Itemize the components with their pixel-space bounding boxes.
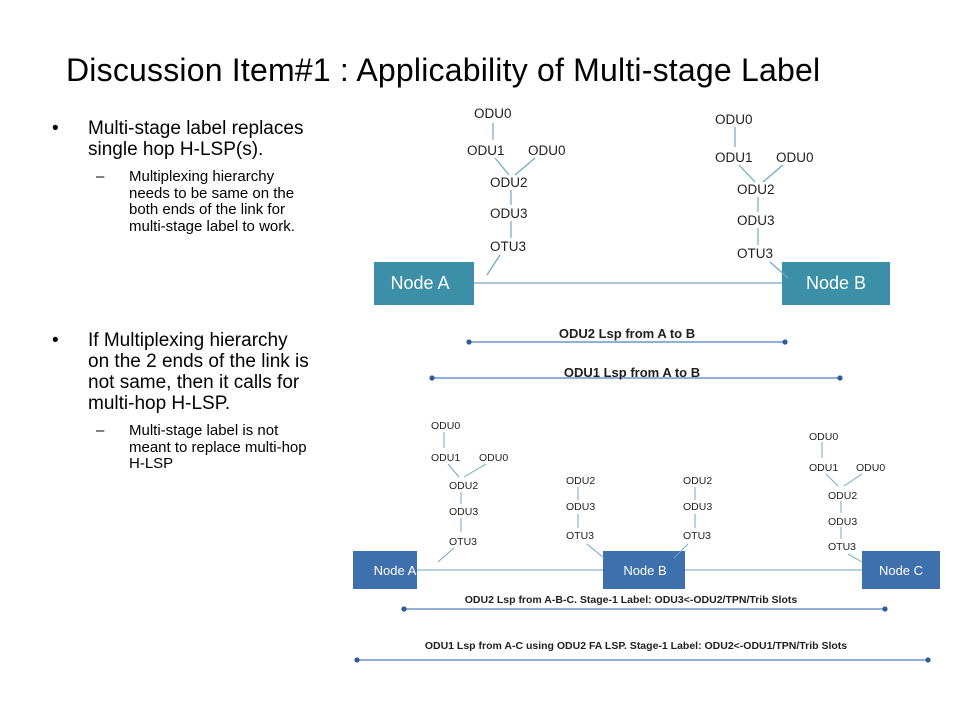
node-b-label: Node B bbox=[623, 563, 666, 578]
sub-bullet-1-text: Multiplexing hierarchy needs to be same … bbox=[129, 168, 295, 235]
node-b-label: Node B bbox=[806, 273, 866, 293]
label-odu0: ODU0 bbox=[715, 112, 753, 127]
stack-c-lines bbox=[821, 442, 863, 563]
label-odu0: ODU0 bbox=[776, 150, 814, 165]
sub-bullet-1: – Multiplexing hierarchy needs to be sam… bbox=[52, 168, 312, 235]
bullet-2: If Multiplexing hierarchy on the 2 ends … bbox=[52, 330, 312, 414]
label-otu3: OTU3 bbox=[683, 530, 711, 542]
node-b-box bbox=[603, 551, 685, 589]
label-odu0: ODU0 bbox=[856, 462, 885, 474]
label-odu0: ODU0 bbox=[431, 420, 460, 432]
bullet-1: Multi-stage label replaces single hop H-… bbox=[52, 118, 312, 160]
stack-b-left-lines bbox=[577, 487, 605, 559]
label-odu1: ODU1 bbox=[467, 143, 505, 158]
node-c-box bbox=[862, 551, 940, 589]
right-stack-lines bbox=[734, 127, 789, 279]
left-stack-lines bbox=[486, 123, 536, 276]
slide-title: Discussion Item#1 : Applicability of Mul… bbox=[66, 52, 821, 88]
dash-marker: – bbox=[96, 422, 105, 439]
node-a-label: Node A bbox=[390, 273, 449, 293]
lsp-label: ODU1 Lsp from A-C using ODU2 FA LSP. Sta… bbox=[425, 640, 847, 652]
node-a-box bbox=[353, 551, 417, 589]
bullet-list: Multi-stage label replaces single hop H-… bbox=[52, 118, 312, 473]
label-otu3: OTU3 bbox=[490, 239, 526, 254]
label-otu3: OTU3 bbox=[737, 246, 773, 261]
label-odu3: ODU3 bbox=[449, 506, 478, 518]
label-odu1: ODU1 bbox=[809, 462, 838, 474]
node-a-label: Node A bbox=[374, 563, 417, 578]
label-odu3: ODU3 bbox=[683, 501, 712, 513]
dash-marker: – bbox=[96, 168, 105, 185]
sub-bullet-2: – Multi-stage label is not meant to repl… bbox=[52, 422, 312, 473]
label-otu3: OTU3 bbox=[566, 530, 594, 542]
label-odu2: ODU2 bbox=[683, 475, 712, 487]
sub-bullet-2-text: Multi-stage label is not meant to replac… bbox=[129, 422, 307, 472]
label-odu1: ODU1 bbox=[431, 452, 460, 464]
label-otu3: OTU3 bbox=[449, 536, 477, 548]
lsp-label: ODU2 Lsp from A-B-C. Stage-1 Label: ODU3… bbox=[465, 594, 798, 606]
label-odu0: ODU0 bbox=[809, 431, 838, 443]
stack-b-right-lines bbox=[673, 487, 696, 559]
node-b-box bbox=[782, 262, 890, 305]
lsp-label: ODU1 Lsp from A to B bbox=[564, 365, 700, 380]
label-odu2: ODU2 bbox=[449, 480, 478, 492]
stack-a-lines bbox=[437, 432, 487, 563]
label-odu2: ODU2 bbox=[828, 490, 857, 502]
label-odu2: ODU2 bbox=[737, 182, 775, 197]
label-odu0: ODU0 bbox=[528, 143, 566, 158]
bottom-diagram: Node A Node B Node C ODU0 ODU1 ODU0 ODU2… bbox=[353, 420, 940, 663]
node-a-box bbox=[374, 262, 474, 305]
label-odu3: ODU3 bbox=[828, 516, 857, 528]
label-odu3: ODU3 bbox=[490, 206, 528, 221]
label-odu1: ODU1 bbox=[715, 150, 753, 165]
label-odu2: ODU2 bbox=[566, 475, 595, 487]
label-odu0: ODU0 bbox=[474, 106, 512, 121]
label-otu3: OTU3 bbox=[828, 541, 856, 553]
top-diagram: Node A Node B ODU0 ODU1 ODU0 ODU2 ODU3 O… bbox=[374, 106, 890, 381]
label-odu0: ODU0 bbox=[479, 452, 508, 464]
label-odu3: ODU3 bbox=[737, 213, 775, 228]
label-odu2: ODU2 bbox=[490, 175, 528, 190]
label-odu3: ODU3 bbox=[566, 501, 595, 513]
lsp-label: ODU2 Lsp from A to B bbox=[559, 326, 695, 341]
node-c-label: Node C bbox=[879, 563, 923, 578]
